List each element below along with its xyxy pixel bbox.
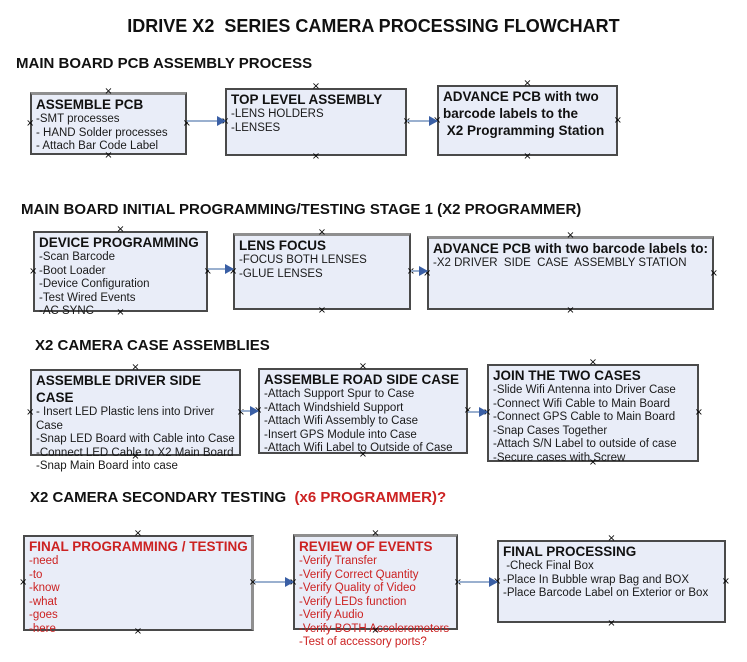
flow-box-advance-pcb-driver-side-station[interactable]: ADVANCE PCB with two barcode labels to: … bbox=[423, 231, 718, 316]
connection-point-icon: × bbox=[236, 406, 245, 418]
connector-arrow-icon[interactable] bbox=[468, 407, 488, 417]
connector-arrow-icon[interactable] bbox=[407, 116, 438, 126]
box-title: ASSEMBLE DRIVER SIDE CASE bbox=[36, 373, 205, 405]
box-title: ASSEMBLE ROAD SIDE CASE bbox=[264, 372, 460, 387]
box-title: TOP LEVEL ASSEMBLY bbox=[231, 92, 383, 107]
box-title: ADVANCE PCB with two barcode labels to t… bbox=[443, 89, 605, 138]
connection-point-icon: × bbox=[523, 151, 532, 162]
box-title: ASSEMBLE PCB bbox=[36, 97, 144, 112]
connector-arrow-icon[interactable] bbox=[187, 116, 226, 126]
flow-box-advance-pcb-programming-station[interactable]: ADVANCE PCB with two barcode labels to t… bbox=[433, 79, 622, 162]
connection-point-icon: × bbox=[721, 575, 730, 587]
flow-box-top-level-assembly[interactable]: TOP LEVEL ASSEMBLY -LENS HOLDERS -LENSES… bbox=[221, 82, 411, 162]
connection-point-icon: × bbox=[248, 577, 257, 588]
box-title: REVIEW OF EVENTS bbox=[299, 539, 433, 554]
connection-point-icon: × bbox=[19, 577, 28, 588]
flow-box-final-processing[interactable]: FINAL PROCESSING -Check Final Box -Place… bbox=[493, 534, 730, 629]
box-body: -X2 DRIVER SIDE CASE ASSEMBLY STATION bbox=[433, 257, 687, 269]
connection-point-icon: × bbox=[26, 406, 35, 418]
flow-box-assemble-road-side-case[interactable]: ASSEMBLE ROAD SIDE CASE -Attach Support … bbox=[254, 362, 472, 460]
connection-point-icon: × bbox=[406, 266, 415, 277]
box-body: -SMT processes - HAND Solder processes -… bbox=[36, 113, 168, 152]
box-body: - Insert LED Plastic lens into Driver Ca… bbox=[36, 406, 235, 472]
connector-arrow-icon[interactable] bbox=[458, 577, 498, 587]
connection-point-icon: × bbox=[694, 407, 703, 418]
connector-arrow-icon[interactable] bbox=[411, 266, 428, 276]
page-title: IDRIVE X2 SERIES CAMERA PROCESSING FLOWC… bbox=[127, 16, 620, 36]
box-title: FINAL PROCESSING bbox=[503, 544, 637, 559]
flow-box-assemble-pcb[interactable]: ASSEMBLE PCB -SMT processes - HAND Solde… bbox=[26, 87, 191, 161]
section-heading-initial-programming: MAIN BOARD INITIAL PROGRAMMING/TESTING S… bbox=[21, 201, 582, 218]
section-heading-secondary-testing-text: X2 CAMERA SECONDARY TESTING bbox=[30, 489, 287, 506]
flow-box-join-the-two-cases[interactable]: JOIN THE TWO CASES -Slide Wifi Antenna i… bbox=[483, 358, 703, 468]
flow-box-final-programming-testing[interactable]: FINAL PROGRAMMING / TESTING -need -to -k… bbox=[19, 529, 257, 637]
connection-point-icon: × bbox=[311, 151, 321, 162]
box-title: DEVICE PROGRAMMING bbox=[39, 235, 199, 250]
box-body: -Check Final Box -Place In Bubble wrap B… bbox=[503, 560, 709, 599]
box-title: JOIN THE TWO CASES bbox=[493, 368, 641, 383]
box-title: ADVANCE PCB with two barcode labels to: bbox=[433, 241, 709, 256]
connection-point-icon: × bbox=[317, 305, 327, 316]
box-title: LENS FOCUS bbox=[239, 238, 327, 253]
flow-box-review-of-events[interactable]: REVIEW OF EVENTS -Verify Transfer -Verif… bbox=[289, 529, 462, 649]
connection-point-icon: × bbox=[613, 114, 622, 126]
connection-point-icon: × bbox=[566, 305, 575, 316]
flow-box-device-programming[interactable]: DEVICE PROGRAMMING -Scan Barcode -Boot L… bbox=[29, 225, 212, 318]
box-body: -Verify Transfer -Verify Correct Quantit… bbox=[299, 555, 450, 648]
connection-point-icon: × bbox=[29, 265, 38, 277]
flow-box-assemble-driver-side-case[interactable]: ASSEMBLE DRIVER SIDE CASE - Insert LED P… bbox=[26, 363, 245, 473]
connector-arrow-icon[interactable] bbox=[254, 577, 294, 587]
box-body: -LENS HOLDERS -LENSES bbox=[231, 108, 324, 134]
section-heading-secondary-testing: X2 CAMERA SECONDARY TESTING (x6 PROGRAMM… bbox=[30, 489, 446, 506]
box-title: FINAL PROGRAMMING / TESTING bbox=[29, 539, 248, 554]
box-body: -FOCUS BOTH LENSES -GLUE LENSES bbox=[239, 254, 367, 280]
section-heading-programmer-question: (x6 PROGRAMMER)? bbox=[286, 489, 447, 506]
connection-point-icon: × bbox=[402, 116, 411, 127]
connector-arrow-icon[interactable] bbox=[208, 264, 234, 274]
box-body: -Slide Wifi Antenna into Driver Case -Co… bbox=[493, 384, 677, 464]
section-heading-pcb-assembly: MAIN BOARD PCB ASSEMBLY PROCESS bbox=[16, 55, 313, 72]
box-body: -need -to -know -what -goes -here bbox=[29, 555, 60, 635]
flow-box-lens-focus[interactable]: LENS FOCUS -FOCUS BOTH LENSES -GLUE LENS… bbox=[229, 228, 415, 316]
box-body: -Attach Support Spur to Case -Attach Win… bbox=[264, 388, 453, 454]
connection-point-icon: × bbox=[709, 267, 718, 279]
connector-arrow-icon[interactable] bbox=[241, 406, 259, 416]
connection-point-icon: × bbox=[26, 118, 35, 129]
section-heading-case-assemblies: X2 CAMERA CASE ASSEMBLIES bbox=[35, 337, 270, 354]
box-body: -Scan Barcode -Boot Loader -Device Confi… bbox=[39, 251, 150, 317]
connection-point-icon: × bbox=[607, 618, 616, 629]
